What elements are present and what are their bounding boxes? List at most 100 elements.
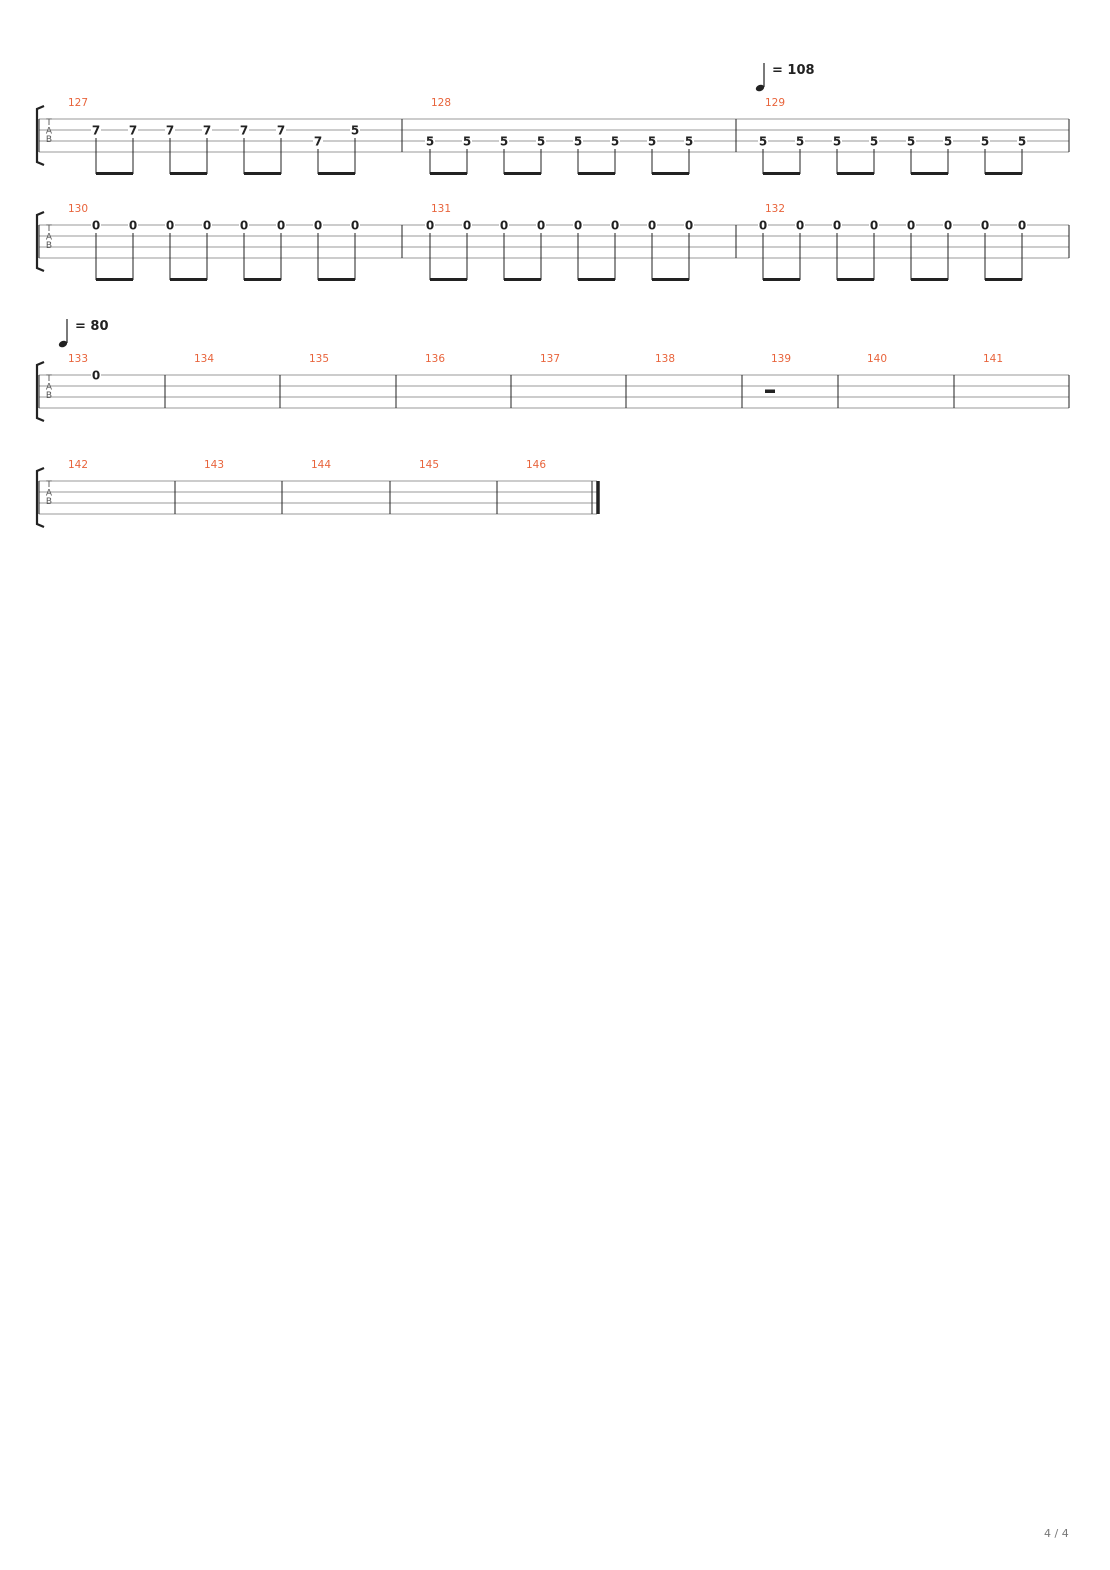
fret-number: 5 — [574, 135, 582, 149]
fret-number: 7 — [129, 124, 137, 138]
fret-bg — [980, 219, 990, 231]
fret-bg — [91, 219, 101, 231]
eighth-beam — [985, 172, 1022, 175]
measure-number: 131 — [431, 203, 451, 215]
eighth-beam — [244, 278, 281, 281]
tempo-value: = 108 — [772, 63, 815, 78]
measure-number: 144 — [311, 459, 331, 471]
fret-bg — [758, 135, 768, 147]
eighth-beam — [170, 278, 207, 281]
measure-number: 140 — [867, 353, 887, 365]
system-bracket — [35, 466, 45, 529]
fret-number: 7 — [240, 124, 248, 138]
fret-number: 0 — [129, 219, 137, 233]
fret-bg — [128, 124, 138, 136]
measure-number: 138 — [655, 353, 675, 365]
tab-clef-letter: B — [46, 135, 52, 145]
fret-number: 7 — [203, 124, 211, 138]
tab-clef-letter: T — [45, 118, 52, 128]
fret-bg — [128, 219, 138, 231]
tab-clef-letter: B — [46, 241, 52, 251]
fret-bg — [350, 219, 360, 231]
eighth-beam — [430, 172, 467, 175]
fret-number: 0 — [759, 219, 767, 233]
fret-bg — [573, 135, 583, 147]
measure-number: 139 — [771, 353, 791, 365]
eighth-beam — [985, 278, 1022, 281]
eighth-beam — [96, 172, 133, 175]
fret-bg — [91, 369, 101, 381]
fret-bg — [906, 219, 916, 231]
fret-number: 0 — [240, 219, 248, 233]
fret-bg — [573, 219, 583, 231]
fret-number: 7 — [166, 124, 174, 138]
system-bracket — [35, 210, 45, 273]
fret-bg — [684, 135, 694, 147]
fret-bg — [499, 219, 509, 231]
fret-number: 0 — [277, 219, 285, 233]
fret-bg — [647, 135, 657, 147]
fret-bg — [536, 219, 546, 231]
page-number: 4 / 4 — [1044, 1527, 1069, 1540]
fret-bg — [610, 135, 620, 147]
fret-bg — [832, 219, 842, 231]
tab-clef-letter: B — [46, 391, 52, 401]
fret-number: 5 — [537, 135, 545, 149]
eighth-beam — [170, 172, 207, 175]
fret-number: 5 — [1018, 135, 1026, 149]
fret-bg — [869, 135, 879, 147]
fret-bg — [536, 135, 546, 147]
fret-number: 0 — [314, 219, 322, 233]
fret-bg — [91, 124, 101, 136]
fret-bg — [1017, 135, 1027, 147]
eighth-beam — [837, 172, 874, 175]
fret-bg — [313, 219, 323, 231]
measure-number: 137 — [540, 353, 560, 365]
fret-bg — [499, 135, 509, 147]
fret-bg — [647, 219, 657, 231]
fret-bg — [462, 135, 472, 147]
fret-bg — [906, 135, 916, 147]
fret-bg — [165, 219, 175, 231]
fret-bg — [462, 219, 472, 231]
fret-number: 0 — [907, 219, 915, 233]
fret-bg — [165, 124, 175, 136]
system-bracket — [35, 104, 45, 167]
system-bracket — [35, 360, 45, 423]
eighth-beam — [763, 278, 800, 281]
fret-bg — [276, 124, 286, 136]
eighth-beam — [911, 278, 948, 281]
measure-number: 142 — [68, 459, 88, 471]
fret-number: 0 — [685, 219, 693, 233]
fret-number: 0 — [166, 219, 174, 233]
quarter-note-head — [58, 340, 68, 348]
fret-bg — [758, 219, 768, 231]
eighth-beam — [504, 172, 541, 175]
fret-bg — [795, 219, 805, 231]
fret-bg — [239, 124, 249, 136]
eighth-beam — [837, 278, 874, 281]
fret-bg — [350, 124, 360, 136]
tab-clef-letter: A — [46, 489, 53, 499]
fret-number: 0 — [92, 219, 100, 233]
eighth-beam — [318, 172, 355, 175]
measure-number: 134 — [194, 353, 214, 365]
fret-number: 5 — [759, 135, 767, 149]
eighth-beam — [911, 172, 948, 175]
fret-number: 7 — [314, 135, 322, 149]
fret-bg — [313, 135, 323, 147]
fret-number: 5 — [648, 135, 656, 149]
fret-number: 0 — [351, 219, 359, 233]
fret-number: 0 — [944, 219, 952, 233]
tab-clef-letter: B — [46, 497, 52, 507]
eighth-beam — [652, 172, 689, 175]
eighth-beam — [318, 278, 355, 281]
measure-number: 141 — [983, 353, 1003, 365]
fret-bg — [684, 219, 694, 231]
measure-number: 146 — [526, 459, 546, 471]
fret-number: 0 — [870, 219, 878, 233]
eighth-beam — [578, 172, 615, 175]
